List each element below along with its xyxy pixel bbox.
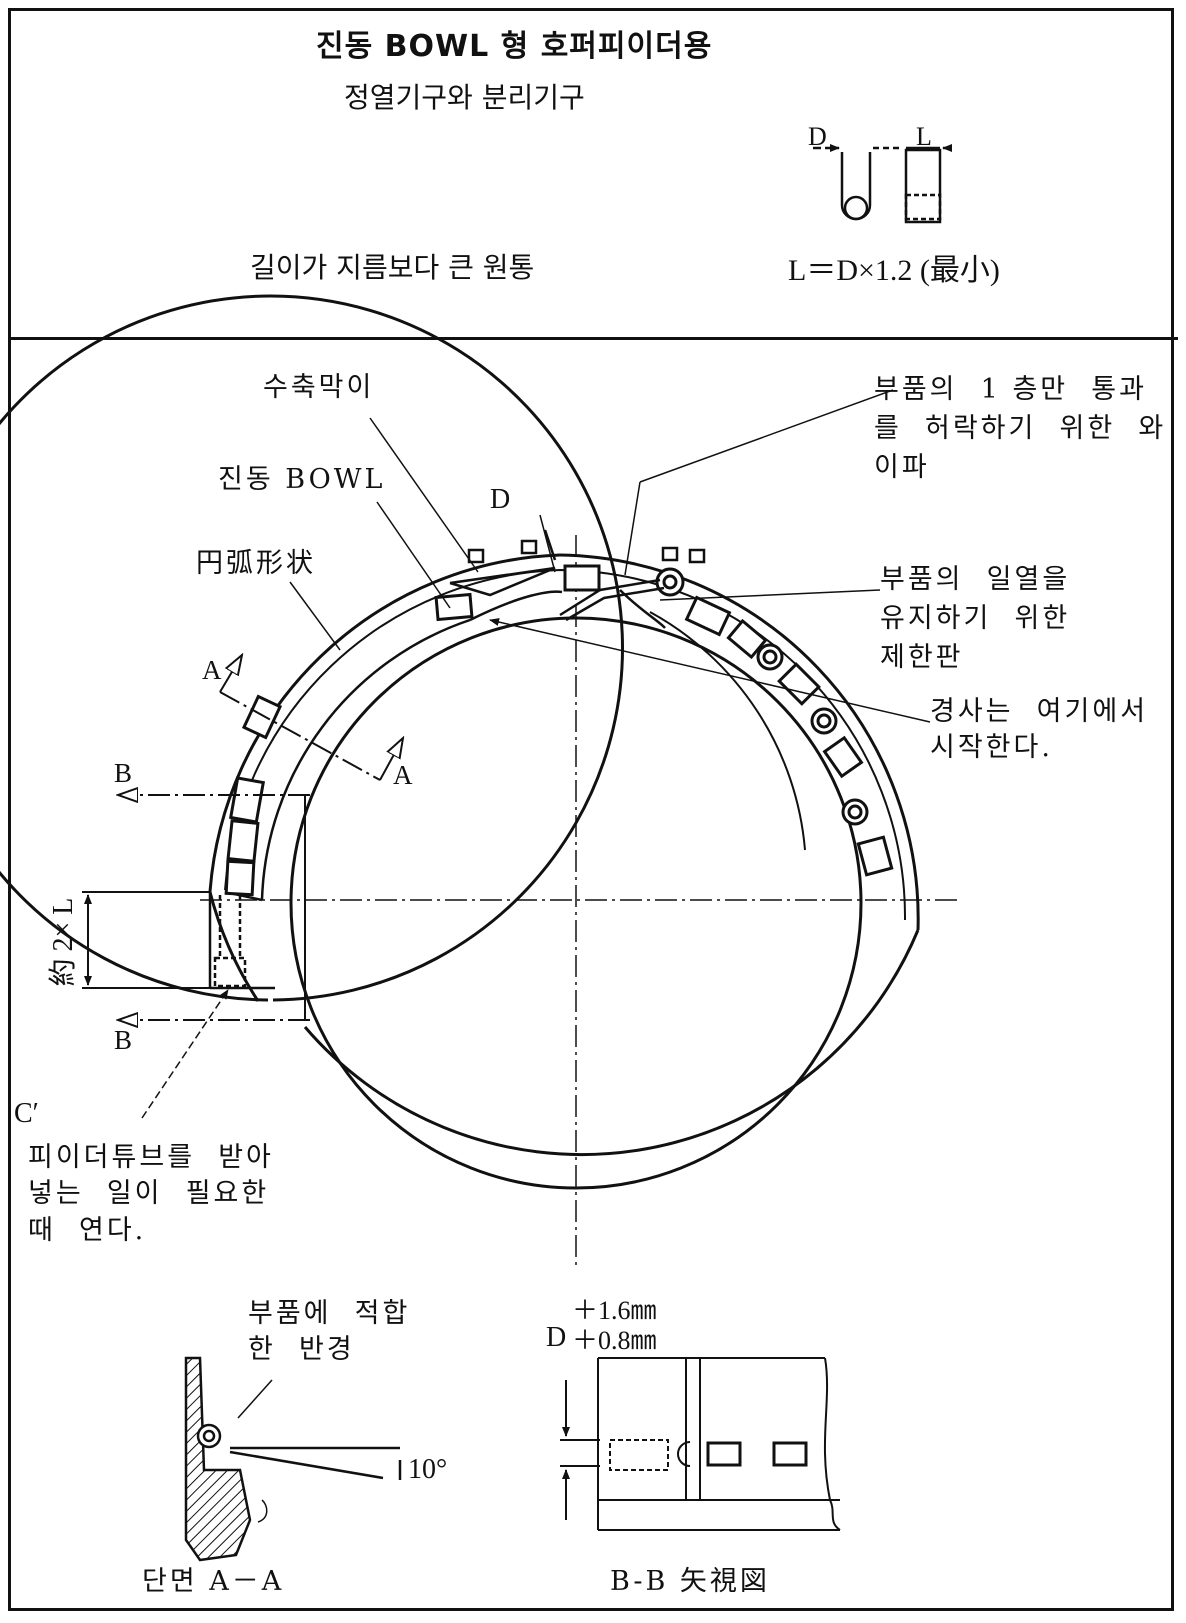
section-a-marks xyxy=(219,655,403,781)
dimension-2xl xyxy=(82,891,210,989)
page-title: 진동 BOWL 형 호퍼피이더용 xyxy=(316,29,713,64)
c-prime-label: C′ xyxy=(14,1098,39,1129)
dimension-l-label: L xyxy=(916,122,932,151)
approx-2xl-label: 約 2× L xyxy=(47,897,79,987)
section-b-bottom-label: B xyxy=(114,1025,133,1055)
section-b-top-label: B xyxy=(114,758,133,788)
cylinder-caption: 길이가 지름보다 큰 원통 xyxy=(250,251,535,284)
feeder-tube-note: 피이더튜브를 받아 넣는 일이 필요한 때 연다. xyxy=(28,1142,274,1246)
d-mark-label: D xyxy=(490,484,511,515)
page-subtitle: 정열기구와 분리기구 xyxy=(344,81,585,114)
rim-stubs xyxy=(467,539,706,564)
shrink-stop-label: 수축막이 xyxy=(263,372,375,403)
bowl-outline xyxy=(0,294,920,1190)
section-aa-drawing xyxy=(184,1356,402,1562)
section-b-marks xyxy=(118,795,310,1020)
dimension-d-label: D xyxy=(808,122,827,151)
section-bb-drawing xyxy=(560,1357,841,1531)
outer-frame xyxy=(8,8,1174,1611)
restriction-plate-label: 부품의 일열을 유지하기 위한 제한판 xyxy=(880,564,1071,674)
shrink-stop xyxy=(449,529,563,622)
section-aa-caption: 단면 A－A xyxy=(142,1566,285,1597)
center-lines xyxy=(200,535,960,1270)
wiper-label: 부품의 1 층만 통과 를 허락하기 위한 와 이파 xyxy=(874,374,1167,484)
tolerance-upper: ＋1.6㎜ xyxy=(572,1296,657,1325)
vibrating-bowl-label: 진동 BOWL xyxy=(218,464,386,495)
section-a-bottom-label: A xyxy=(393,760,413,790)
section-divider xyxy=(8,337,1178,340)
cylinder-sketch xyxy=(813,144,952,224)
radius-note-label: 부품에 적합 한 반경 xyxy=(248,1298,411,1366)
tolerance-lower: ＋0.8㎜ xyxy=(572,1326,657,1355)
section-bb-caption: B-B 矢視図 xyxy=(610,1566,770,1597)
slope-start-label: 경사는 여기에서 시작한다. xyxy=(930,696,1149,764)
arc-shape-label: 円弧形状 xyxy=(196,548,316,579)
chute-parts xyxy=(224,694,283,897)
track-parts xyxy=(434,564,894,877)
length-formula: L＝D×1.2 (最小) xyxy=(788,254,1000,287)
angle-label: 10° xyxy=(408,1454,448,1485)
wiper xyxy=(559,578,666,629)
section-a-top-label: A xyxy=(202,655,222,685)
tolerance-d-label: D xyxy=(546,1322,567,1353)
leader-lines xyxy=(141,389,931,1119)
